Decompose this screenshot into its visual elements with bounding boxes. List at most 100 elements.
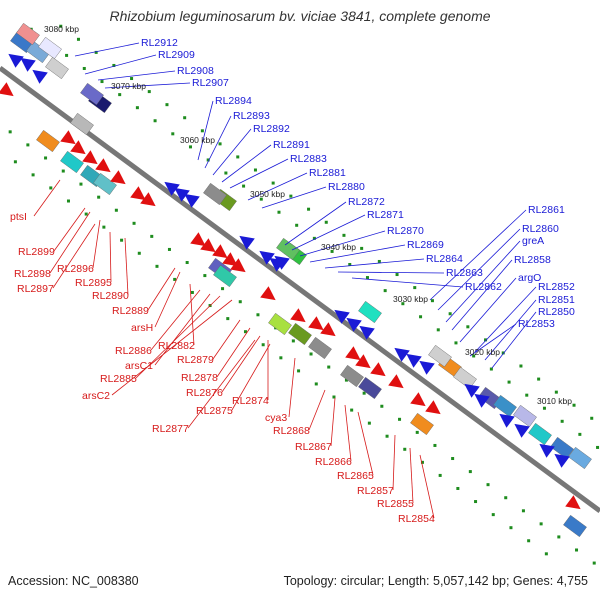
gc-dot (438, 473, 442, 477)
red-leader-line (330, 397, 336, 447)
blue-leader-line (351, 277, 464, 288)
gc-dot (218, 142, 222, 146)
gc-dot (454, 341, 458, 345)
gene-label-forward: RL2880 (328, 181, 365, 193)
gc-dot (76, 37, 80, 41)
kbp-tick-label: 3080 kbp (44, 24, 79, 34)
gc-dot (383, 289, 387, 293)
gene-label-reverse: RL2875 (196, 405, 233, 417)
cds-arrow (20, 57, 36, 72)
gc-dot (560, 419, 564, 423)
blue-leader-line (204, 115, 232, 169)
gc-dot (309, 352, 313, 356)
gene-label-reverse: RL2897 (17, 283, 54, 295)
feature-block (358, 376, 382, 400)
gene-label-reverse: RL2876 (186, 387, 223, 399)
gc-dot (401, 302, 405, 306)
cds-arrow (259, 250, 275, 265)
blue-leader-line (491, 311, 537, 369)
gene-label-forward: RL2908 (177, 65, 214, 77)
gc-dot (147, 90, 151, 94)
gc-dot (65, 53, 69, 57)
red-leader-line (154, 271, 181, 328)
feature-block (550, 436, 574, 460)
cds-arrow (474, 393, 490, 408)
gc-dot (243, 330, 247, 334)
gc-dot (491, 513, 495, 517)
feature-block (80, 82, 104, 106)
feature-block (528, 422, 552, 446)
gene-label-reverse: RL2879 (177, 354, 214, 366)
gc-dot (451, 457, 455, 461)
red-leader-line (216, 327, 251, 378)
gc-dot (557, 535, 561, 539)
feature-block (453, 366, 477, 390)
gc-dot (519, 364, 523, 368)
gc-dot (413, 286, 417, 290)
gc-dot (430, 299, 434, 303)
gene-label-reverse: RL2855 (377, 498, 414, 510)
gc-dot (259, 197, 263, 201)
gene-label-forward: RL2863 (446, 267, 483, 279)
gc-dot (398, 417, 402, 421)
feature-block (45, 56, 69, 80)
gc-dot (590, 416, 594, 420)
gc-dot (261, 343, 265, 347)
gene-labels: RL2912RL2909RL2908RL2907RL2894RL2893RL28… (10, 37, 575, 525)
gene-label-reverse: RL2866 (315, 456, 352, 468)
gc-dot (486, 483, 490, 487)
gc-dot (66, 199, 70, 203)
blue-leader-line (337, 271, 445, 274)
gene-label-forward: RL2893 (233, 110, 270, 122)
cds-arrow (346, 317, 362, 332)
gene-label-forward: RL2894 (215, 95, 252, 107)
gene-label-forward: RL2864 (426, 253, 463, 265)
red-leader-line (221, 335, 261, 393)
cds-arrow (320, 322, 336, 337)
cds-arrow (388, 374, 404, 389)
blue-leader-line (309, 244, 406, 263)
gc-dot (203, 274, 207, 278)
blue-leader-line (324, 258, 425, 269)
gc-dot (206, 158, 210, 162)
gene-label-forward: RL2860 (522, 223, 559, 235)
cds-arrow (230, 258, 246, 273)
gene-label-reverse: RL2877 (152, 423, 189, 435)
cds-arrow (8, 53, 24, 68)
map-title: Rhizobium leguminosarum bv. viciae 3841,… (109, 8, 491, 24)
feature-block (36, 129, 60, 153)
gc-dot (509, 526, 513, 530)
gc-dot (31, 173, 35, 177)
blue-leader-line (291, 214, 366, 251)
gene-label-reverse: RL2878 (181, 372, 218, 384)
gc-dot (26, 143, 30, 147)
gc-dot (135, 106, 139, 110)
gc-dot (332, 395, 336, 399)
cds-arrow (514, 423, 530, 438)
feature-block (563, 514, 587, 538)
cds-arrow (425, 400, 441, 415)
feature-block (493, 394, 517, 418)
gc-dot (312, 236, 316, 240)
red-leader-line (187, 339, 256, 429)
cds-arrow (334, 309, 350, 324)
gc-dot (277, 210, 281, 214)
gc-dot (466, 325, 470, 329)
gene-label-reverse: cya3 (265, 412, 287, 424)
kbp-tick-label: 3020 kbp (465, 347, 500, 357)
cds-arrow (539, 443, 555, 458)
gene-label-reverse: RL2898 (14, 268, 51, 280)
gc-dot (484, 338, 488, 342)
gene-label-forward: RL2869 (407, 239, 444, 251)
kbp-tick-label: 3040 kbp (321, 242, 356, 252)
gene-label-reverse: RL2896 (57, 263, 94, 275)
blue-leader-line (451, 259, 513, 331)
gc-dot (507, 380, 511, 384)
gc-dot (295, 223, 299, 227)
feature-block (268, 312, 292, 336)
gc-dot (224, 171, 228, 175)
gc-dot (150, 234, 154, 238)
cds-arrow (394, 347, 410, 362)
gc-dot (420, 460, 424, 464)
